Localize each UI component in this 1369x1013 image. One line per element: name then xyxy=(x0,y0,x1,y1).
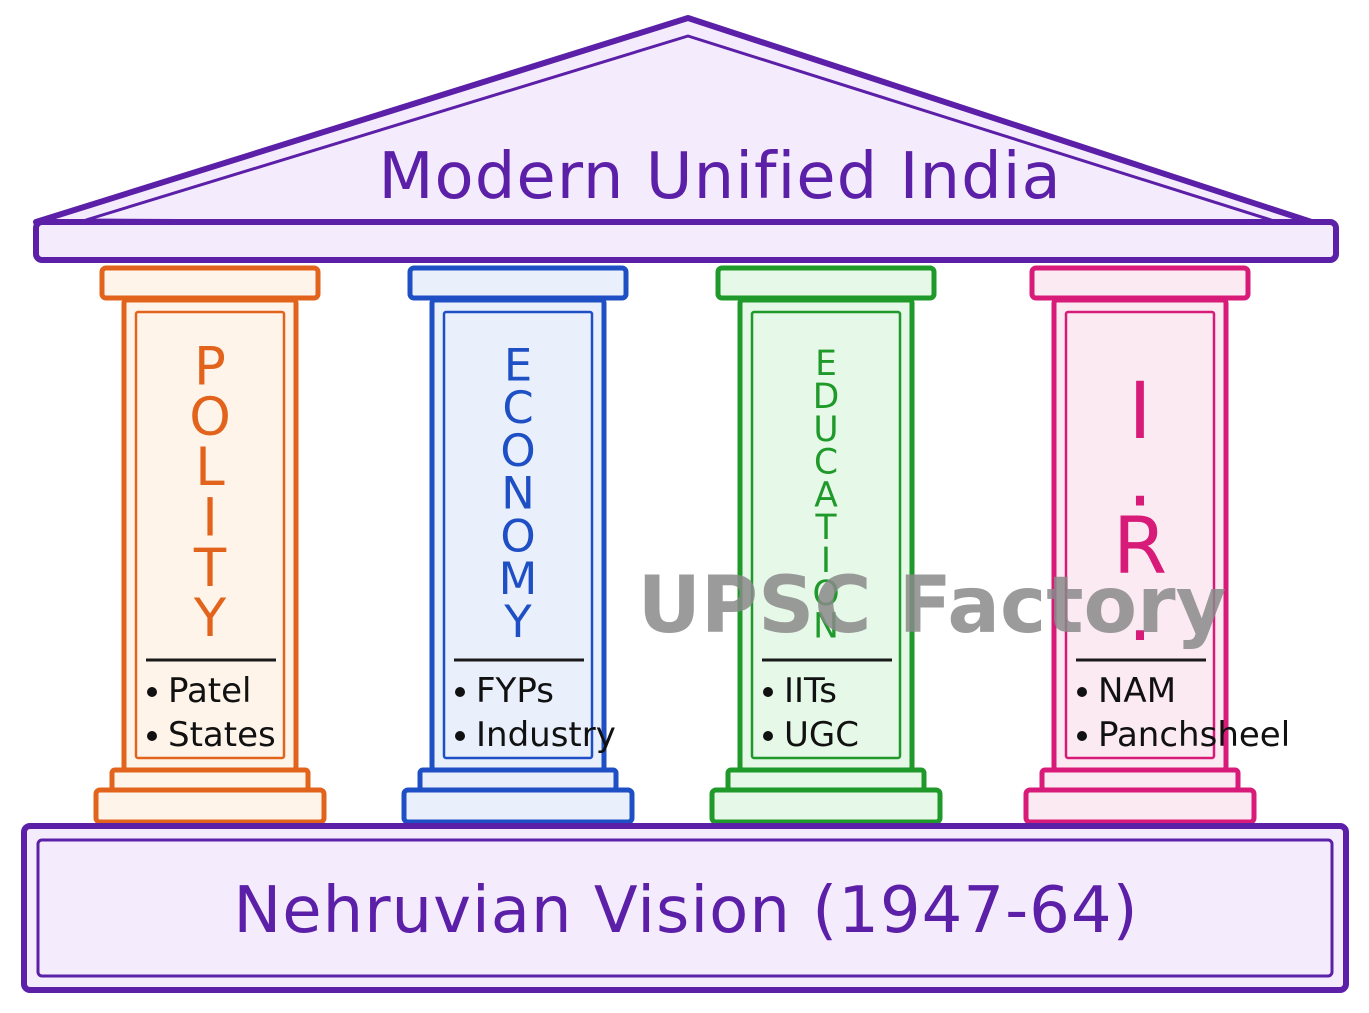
pillar-base-ring xyxy=(1039,767,1241,793)
pillar-base-ring xyxy=(725,767,927,793)
bullet-dot xyxy=(1077,731,1087,741)
pillar-bullet: Industry xyxy=(476,715,616,755)
pillar-letter: . xyxy=(1128,434,1153,524)
pillar-plinth xyxy=(709,787,943,825)
pillar-base-ring xyxy=(109,767,311,793)
base-platform-inner xyxy=(36,838,1334,978)
pillars: POLITYPatelStatesECONOMYFYPsIndustryEDUC… xyxy=(93,265,1290,825)
bullet-dot xyxy=(455,731,465,741)
watermark: UPSC Factory xyxy=(638,561,1227,651)
pillar-letter: E xyxy=(815,344,837,384)
pillar-capital xyxy=(715,265,937,301)
pillar-letter: D xyxy=(813,377,840,417)
pillar-bullet: FYPs xyxy=(476,671,554,711)
pillar-bullet: IITs xyxy=(784,671,837,711)
pillar-letter: Y xyxy=(193,588,227,649)
pillar-letter: P xyxy=(194,336,226,397)
pillar-letter: E xyxy=(504,338,532,391)
bullet-dot xyxy=(147,731,157,741)
pillar-letter: N xyxy=(813,607,839,647)
pillar-letter: O xyxy=(500,509,535,562)
pillar-shaft-inner xyxy=(750,310,902,760)
pillar-capital xyxy=(1029,265,1251,301)
bullet-dot xyxy=(1077,687,1087,697)
bullet-dot xyxy=(147,687,157,697)
pillar-letter: I xyxy=(202,488,218,549)
pillar-letter: O xyxy=(500,424,535,477)
pillar-letter: O xyxy=(189,387,231,448)
bullet-dot xyxy=(763,687,773,697)
pillar-letter: M xyxy=(499,552,538,605)
pillar-letter: T xyxy=(193,538,227,599)
pillar-capital xyxy=(99,265,321,301)
bullet-dot xyxy=(455,687,465,697)
roof: Modern Unified India xyxy=(33,15,1339,263)
pillar-letter: O xyxy=(812,574,839,614)
pillar-letter: N xyxy=(501,467,535,520)
pillar-letter: U xyxy=(813,410,838,450)
pillar-letter: L xyxy=(195,437,225,498)
pillar-letter: I xyxy=(1128,367,1151,457)
pillar-bullet: Panchsheel xyxy=(1098,715,1290,755)
pillar-shaft-inner xyxy=(1064,310,1216,760)
pillar-letter: R xyxy=(1113,502,1167,592)
pillar-letter: T xyxy=(814,508,837,548)
pillar-bullet: Patel xyxy=(168,671,252,711)
pillar-shaft-inner xyxy=(442,310,594,760)
pillar-plinth xyxy=(1023,787,1257,825)
pillar-bullet: UGC xyxy=(784,715,859,755)
pillar-bullet: States xyxy=(168,715,276,755)
pillar-letter: Y xyxy=(503,595,532,648)
pillar-capital xyxy=(407,265,629,301)
bullet-dot xyxy=(763,731,773,741)
base: Nehruvian Vision (1947-64) xyxy=(21,823,1349,993)
pillar-bullet: NAM xyxy=(1098,671,1176,711)
roof-title: Modern Unified India xyxy=(378,140,1061,214)
base-title: Nehruvian Vision (1947-64) xyxy=(233,874,1138,948)
pillar-letter: A xyxy=(814,475,838,515)
pillar-shaft-inner xyxy=(134,310,286,760)
base-platform xyxy=(21,823,1349,993)
pillar-letter: C xyxy=(814,443,838,483)
roof-beam xyxy=(33,219,1339,263)
pillar-plinth xyxy=(93,787,327,825)
pillar-base-ring xyxy=(417,767,619,793)
pillar-letter: . xyxy=(1128,569,1153,659)
pillar-plinth xyxy=(401,787,635,825)
pillar-letter: I xyxy=(821,541,831,581)
pillar-letter: C xyxy=(502,381,533,434)
